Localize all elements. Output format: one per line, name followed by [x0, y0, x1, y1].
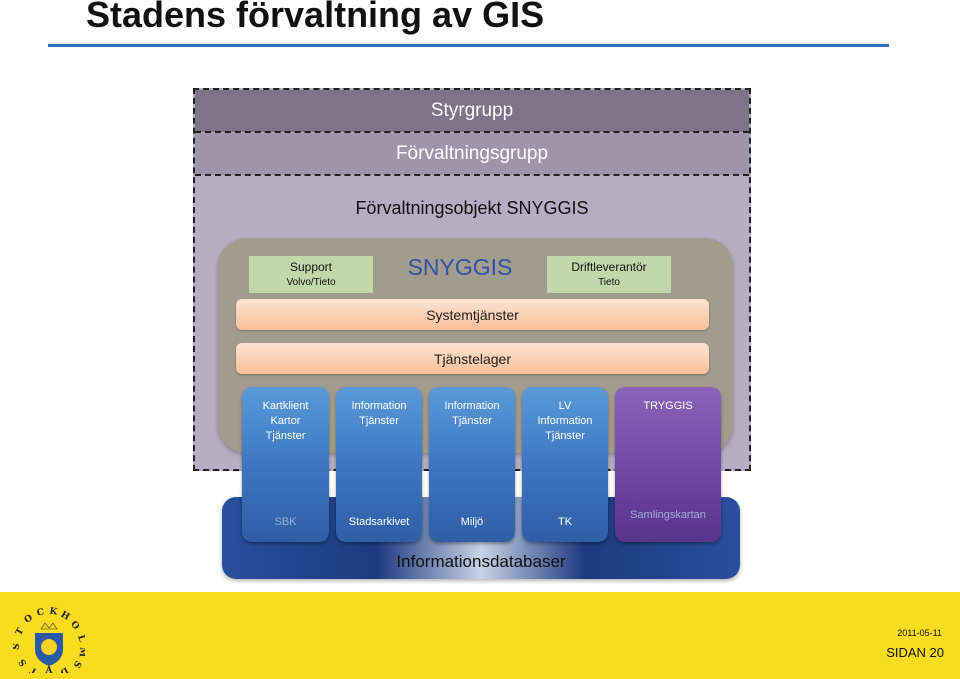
- svg-text:T: T: [14, 626, 26, 637]
- column-database-label: Miljö: [460, 516, 484, 528]
- column-label: LV Information Tjänster: [537, 400, 593, 442]
- band-divider: [195, 174, 749, 176]
- column-database-label: Stadsarkivet: [348, 516, 410, 528]
- column-stadsarkivet: Information Tjänster Stadsarkivet: [336, 387, 422, 542]
- footer-band: [0, 592, 960, 679]
- styrgrupp-band: Styrgrupp: [195, 90, 749, 132]
- support-title: Support: [289, 259, 333, 274]
- column-miljo: Information Tjänster Miljö: [429, 387, 515, 542]
- systemtjanster-bar: Systemtjänster: [236, 299, 709, 330]
- svg-text:D: D: [58, 664, 70, 673]
- svg-text:S: S: [13, 643, 23, 651]
- column-database-label: SBK: [274, 516, 297, 528]
- svg-text:M: M: [77, 647, 85, 658]
- title-underline: [48, 44, 889, 47]
- svg-text:A: A: [45, 666, 54, 673]
- column-tryggis: TRYGGIS Samlingskartan: [615, 387, 721, 542]
- column-database-label: TK: [557, 516, 573, 528]
- column-kartklient: Kartklient Kartor Tjänster SBK: [242, 387, 329, 542]
- column-label: Information Tjänster: [351, 400, 407, 427]
- snyggis-title: SNYGGIS: [407, 254, 513, 280]
- svg-text:T: T: [28, 665, 39, 673]
- forvaltningsobjekt-label: Förvaltningsobjekt SNYGGIS: [355, 198, 589, 218]
- band-divider: [195, 131, 749, 133]
- informationsdatabaser-label: Informationsdatabaser: [396, 552, 566, 571]
- svg-text:H: H: [59, 610, 72, 623]
- column-database-label: Samlingskartan: [630, 509, 706, 521]
- column-label: Information Tjänster: [444, 400, 500, 427]
- svg-text:O: O: [68, 619, 81, 632]
- stockholm-stad-logo-icon: S T O C K H O L M S S T A D: [13, 607, 85, 673]
- support-sub: Volvo/Tieto: [286, 276, 336, 288]
- tjanstelager-bar: Tjänstelager: [236, 343, 709, 374]
- forvaltningsgrupp-band: Förvaltningsgrupp: [195, 133, 749, 175]
- column-tk: LV Information Tjänster TK: [522, 387, 608, 542]
- svg-text:S: S: [71, 659, 83, 670]
- svg-text:S: S: [17, 657, 29, 668]
- svg-text:C: C: [36, 607, 45, 618]
- driftleverantor-sub: Tieto: [598, 276, 620, 288]
- page-title: Stadens förvaltning av GIS: [86, 0, 545, 35]
- support-box: Support Volvo/Tieto: [249, 256, 373, 293]
- column-label: Kartklient Kartor Tjänster: [262, 400, 309, 442]
- svg-text:L: L: [75, 634, 85, 644]
- footer-date: 2011-05-11: [897, 628, 942, 638]
- driftleverantor-title: Driftleverantör: [571, 259, 647, 274]
- column-label: TRYGGIS: [643, 400, 693, 412]
- driftleverantor-box: Driftleverantör Tieto: [547, 256, 671, 293]
- footer-page-number: SIDAN 20: [886, 645, 944, 660]
- svg-text:O: O: [23, 613, 35, 626]
- svg-text:K: K: [49, 607, 59, 618]
